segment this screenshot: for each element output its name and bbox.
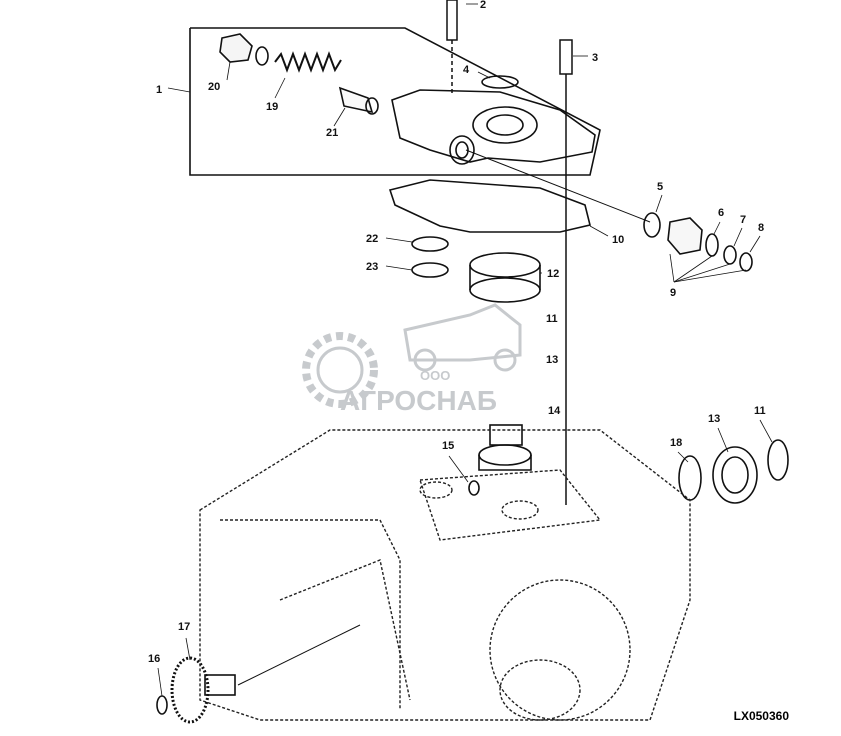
- o-ring-part: [255, 46, 269, 66]
- bolt-part: [559, 39, 573, 75]
- side-bearing: [678, 439, 789, 504]
- callout-11-side: 11: [754, 405, 766, 417]
- callout-2: 2: [480, 0, 486, 11]
- gasket-part: [388, 179, 591, 233]
- callout-22: 22: [366, 233, 378, 245]
- callout-8: 8: [758, 222, 764, 234]
- callout-23: 23: [366, 261, 378, 273]
- leader-lines: [157, 3, 773, 697]
- assembly-frame: [189, 27, 601, 176]
- callout-6: 6: [718, 207, 724, 219]
- drawing-id: LX050360: [733, 709, 789, 723]
- o-ring-part: [411, 262, 449, 278]
- callout-18: 18: [670, 437, 682, 449]
- callout-4: 4: [463, 64, 470, 76]
- callout-12: 12: [547, 268, 559, 280]
- callout-9: 9: [670, 287, 676, 299]
- piston-part: [338, 86, 374, 114]
- callout-10: 10: [612, 234, 624, 246]
- callout-11-upper: 11: [546, 313, 558, 325]
- bolt-part: [446, 0, 458, 41]
- valve-housing-group: [189, 27, 601, 176]
- callout-5: 5: [657, 181, 663, 193]
- o-ring-part: [481, 75, 519, 89]
- watermark-gear-hub: [316, 346, 364, 394]
- callout-13-upper: 13: [546, 354, 558, 366]
- watermark: ООО АГРОСНАБ: [302, 303, 522, 416]
- shaft-gear: [468, 424, 532, 496]
- bolts: [446, 0, 573, 505]
- spring-part: [274, 51, 342, 73]
- callout-14: 14: [548, 405, 561, 417]
- callout-13-side: 13: [708, 413, 720, 425]
- watermark-line2: АГРОСНАБ: [340, 385, 497, 416]
- watermark-harvester-icon: [403, 303, 522, 362]
- bevel-gear: [156, 624, 361, 724]
- bearing-part: [469, 252, 541, 303]
- callout-1: 1: [156, 84, 162, 96]
- fitting-group: [643, 212, 753, 272]
- o-ring-part: [411, 236, 449, 252]
- callout-15: 15: [442, 440, 454, 452]
- plug-part: [219, 33, 253, 63]
- transmission-case: [199, 429, 691, 721]
- callout-19: 19: [266, 101, 278, 113]
- callout-3: 3: [592, 52, 598, 64]
- watermark-gear-icon: [302, 332, 378, 408]
- callout-20: 20: [208, 81, 220, 93]
- callout-16: 16: [148, 653, 160, 665]
- valve-housing-body: [391, 89, 596, 163]
- callout-21: 21: [326, 127, 338, 139]
- callout-17: 17: [178, 621, 190, 633]
- callout-7: 7: [740, 214, 746, 226]
- watermark-line1: ООО: [420, 368, 450, 383]
- callouts: 1 2 3 4 5 6 7 8 9 10 11 12 13 14 15 16 1…: [148, 0, 766, 665]
